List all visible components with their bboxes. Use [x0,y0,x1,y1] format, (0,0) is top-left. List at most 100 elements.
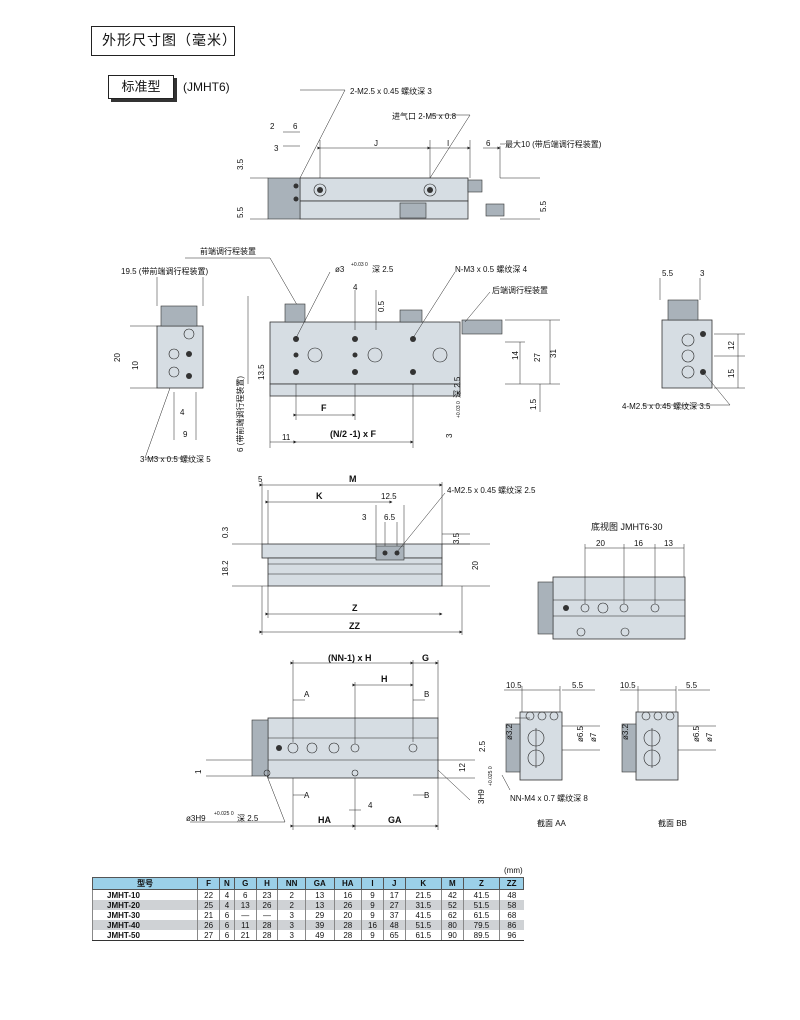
bottom-thread-callout: 3-M3 x 0.5 螺纹深 5 [140,454,211,464]
table-cell: 3 [277,910,306,920]
table-cell: 28 [333,930,362,941]
table-cell: 17 [382,889,406,900]
col-ga: GA [304,877,335,890]
lower-dim-2-5: 2.5 [478,740,487,752]
table-cell: JMHT-50 [91,930,198,941]
front-dim-1-5: 1.5 [529,398,538,410]
right-dim-3: 3 [700,269,705,278]
col-model: 型号 [91,877,199,890]
table-row: JMHT-40 26 6 11 28 3 39 28 16 48 51.5 80… [91,920,524,930]
table-header-row: 型号 F N G H NN GA HA I J K M Z ZZ [91,877,524,890]
side-dim-z: Z [352,603,358,613]
front-dim-31: 31 [549,349,558,358]
table-cell: 96 [499,930,524,941]
table-cell: — [255,910,278,920]
table-cell: JMHT-40 [91,920,198,930]
col-i: I [361,877,384,890]
page-title: 外形尺寸图（毫米） [91,26,236,56]
table-cell: 26 [333,900,362,910]
col-nn: NN [277,877,306,890]
end-dim-10: 10 [131,361,140,370]
top-port-callout: 进气口 2-M5 x 0.8 [392,111,457,121]
table-cell: 23 [255,889,278,900]
col-j: J [382,877,406,890]
side-dim-6-5: 6.5 [384,513,396,522]
front-hole-tol: +0.03 0 [351,262,368,268]
bb-dim-7: ø7 [705,732,714,742]
table-cell: 2 [277,900,306,910]
end-dim-20: 20 [113,353,122,362]
col-m: M [441,877,464,890]
table-cell: 41.5 [404,910,442,920]
section-aa: 10.5 5.5 ø3.2 ø6.5 ø7 NN-M4 x 0.7 螺纹深 8 … [501,681,600,828]
table-cell: 3 [277,920,306,930]
aa-dim-5-5: 5.5 [572,681,584,690]
front-dim-0-5: 0.5 [377,300,386,312]
lower-dim-ha: HA [318,815,331,825]
lower-dim-h: H [381,674,388,684]
lower-dim-g: G [422,653,429,663]
table-cell: JMHT-10 [91,889,198,900]
table-cell: 68 [499,910,524,920]
top-dim-6b: 6 [486,139,491,148]
table-cell: 4 [218,889,235,900]
table-cell: 22 [197,889,220,900]
table-cell: 42 [441,889,464,900]
table-cell: 9 [361,889,384,900]
table-row: JMHT-50 27 6 21 28 3 49 28 9 65 61.5 90 … [91,930,524,941]
model-label: (JMHT6) [183,80,230,94]
front-dim-3h-depth: 深 2.5 [453,376,462,398]
table-cell: 51.5 [404,920,442,930]
table-cell: 21 [197,910,220,920]
table-cell: 11 [233,920,257,930]
table-row: JMHT-10 22 4 6 23 2 13 16 9 17 21.5 42 4… [91,889,524,900]
table-unit: (mm) [504,866,523,875]
table-cell: 25 [197,900,220,910]
table-cell: 29 [304,910,335,920]
section-bb: 10.5 5.5 ø3.2 ø6.5 ø7 截面 BB [620,681,716,828]
front-view: ø3 +0.03 0 深 2.5 N-M3 x 0.5 螺纹深 4 后端调行程装… [235,262,560,452]
front-dim-14: 14 [511,351,520,360]
side-dim-12-5: 12.5 [381,492,397,501]
top-view: 2-M2.5 x 0.45 螺纹深 3 进气口 2-M5 x 0.8 最大10 … [236,86,602,220]
end-dim-9: 9 [183,430,188,439]
section-bb-label: 截面 BB [658,818,687,828]
end-view-left: 前端调行程装置 19.5 (带前端调行程装置) 20 10 4 9 3-M3 x… [113,246,301,464]
lower-mark-a2: A [304,791,310,800]
end-dim-4: 4 [180,408,185,417]
table-cell: 51.5 [462,900,500,910]
table-cell: — [233,910,257,920]
col-h: H [255,877,279,890]
side-dim-0-3: 0.3 [221,526,230,538]
side-thread-callout: 4-M2.5 x 0.45 螺纹深 2.5 [447,485,536,495]
front-adj-max-label: 19.5 (带前端调行程装置) [121,266,208,276]
col-k: K [404,877,443,890]
table-cell: 65 [382,930,406,941]
lower-mark-b2: B [424,791,429,800]
front-adj-label: 前端调行程装置 [200,246,256,256]
table-cell: 26 [255,900,278,910]
front-hole-label: ø3 [335,265,345,274]
table-cell: 27 [197,930,220,941]
bb-dim-5-5: 5.5 [686,681,698,690]
lower-dim-ga: GA [388,815,402,825]
table-cell: 39 [304,920,335,930]
col-z: Z [462,877,501,890]
top-dim-j: J [374,139,378,148]
top-dim-2: 2 [270,122,275,131]
table-cell: 2 [277,889,306,900]
table-cell: 80 [441,920,464,930]
aa-dim-7: ø7 [589,732,598,742]
front-side-text: 6 (带前端调行程装置) [235,376,245,452]
dimension-table: 型号 F N G H NN GA HA I J K M Z ZZ JMHT-10… [91,877,524,941]
table-cell: 9 [361,910,384,920]
lower-hole-right: 3H9 [477,789,486,804]
table-cell: 48 [499,889,524,900]
bb-dim-6-5: ø6.5 [692,725,701,742]
table-cell: 16 [361,920,384,930]
table-cell: 49 [304,930,335,941]
side-view: 5 M K 12.5 3 6.5 4-M2.5 x 0.45 螺纹深 2.5 0… [221,474,536,635]
table-cell: 13 [304,889,335,900]
table-row: JMHT-20 25 4 13 26 2 13 26 9 27 31.5 52 … [91,900,524,910]
table-cell: 61.5 [404,930,442,941]
